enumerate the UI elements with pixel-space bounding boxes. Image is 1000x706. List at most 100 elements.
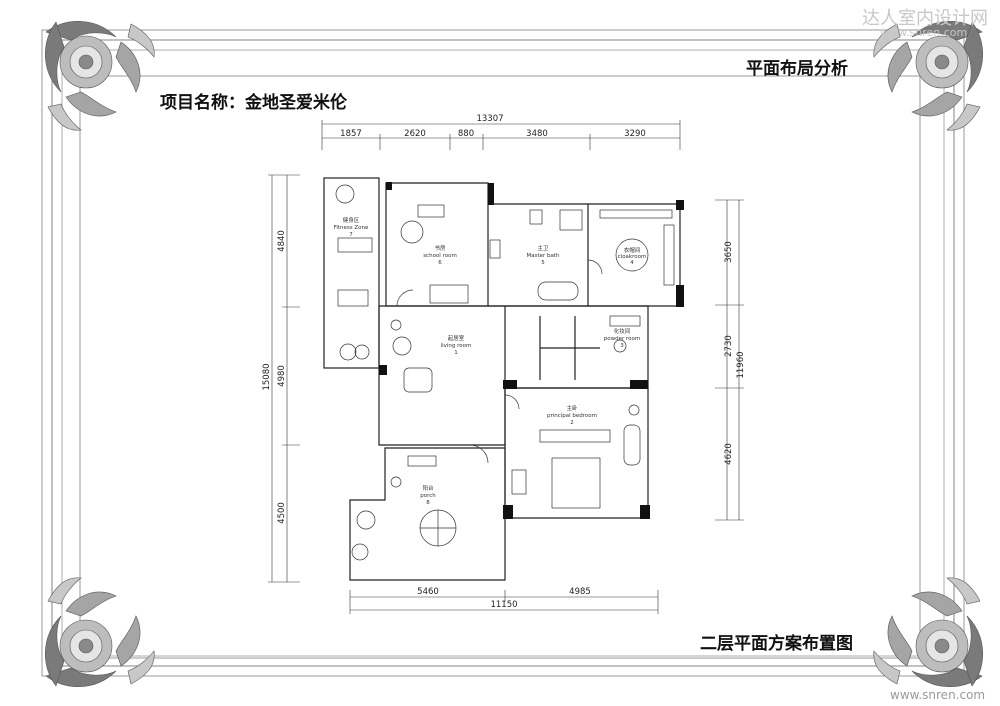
furniture <box>335 184 675 561</box>
frame-inner <box>79 75 921 659</box>
study-desk <box>417 204 445 218</box>
wall-living <box>378 305 506 446</box>
porch-plant-1 <box>356 510 376 530</box>
dim-right-total: 11960 <box>736 351 746 378</box>
frame-outer <box>41 29 965 677</box>
ornament-bottom-left <box>36 566 166 696</box>
watermark-url-bottom: www.snren.com <box>890 688 986 702</box>
dim-right-3: 4620 <box>724 443 734 465</box>
dim-top-total: 13307 <box>476 114 503 124</box>
room-porch-no: 8 <box>426 500 430 506</box>
room-labels: 健身区 Fitness Zone 7 书房 school room 6 主卫 M… <box>334 216 647 506</box>
porch-stool <box>390 476 402 488</box>
door-study <box>396 289 414 307</box>
dimension-lines <box>268 120 744 614</box>
dim-top-3: 880 <box>458 129 474 139</box>
bath-shower <box>559 209 583 231</box>
cloak-wardrobe-top <box>599 209 673 219</box>
bath-toilet <box>529 209 543 225</box>
room-bedroom-en: principal bedroom <box>547 413 597 419</box>
dim-right-2: 2730 <box>724 335 734 357</box>
wall-porch <box>349 447 506 581</box>
room-cloak-en: cloakroom <box>618 254 647 260</box>
wall-fitness <box>323 177 380 369</box>
room-fitness-en: Fitness Zone <box>334 225 369 231</box>
living-lamp <box>390 319 402 331</box>
room-bath-no: 5 <box>541 260 545 266</box>
fitness-plant-1 <box>339 343 357 361</box>
powder-counter <box>609 315 641 327</box>
bedroom-bed <box>551 457 601 509</box>
dim-top-4: 3480 <box>526 129 548 139</box>
room-study-no: 6 <box>438 260 442 266</box>
ornament-top-left <box>36 12 166 142</box>
plan-title: 二层平面方案布置图 <box>700 634 853 654</box>
room-fitness-no: 7 <box>349 232 353 238</box>
dim-bottom-total: 11150 <box>490 600 517 610</box>
fitness-chair <box>335 184 355 204</box>
dim-top-5: 3290 <box>624 129 646 139</box>
porch-plant-2 <box>351 543 369 561</box>
fitness-plant-2 <box>354 344 370 360</box>
walls <box>323 177 681 581</box>
room-bedroom-name: 主卧 <box>566 404 578 412</box>
wall-posts <box>379 182 684 519</box>
dim-right-1: 3650 <box>724 241 734 263</box>
dimension-labels: 13307 1857 2620 880 3480 3290 15080 4840… <box>262 114 746 610</box>
dim-left-3: 4500 <box>277 502 287 524</box>
frame-mid <box>51 39 955 667</box>
powder-basin <box>613 339 627 353</box>
room-living-name: 起居室 <box>448 334 465 342</box>
bath-tub <box>537 281 579 301</box>
door-bedroom <box>504 394 520 410</box>
study-round-table <box>400 220 424 244</box>
room-living-no: 1 <box>454 350 458 356</box>
watermark-brand: 达人室内设计网 <box>862 8 988 29</box>
ornament-bottom-right <box>862 566 992 696</box>
room-powder-no: 3 <box>620 343 624 349</box>
bedroom-desk <box>511 469 527 495</box>
frame-inner-line <box>61 49 945 657</box>
bedroom-chaise <box>623 424 641 466</box>
dim-left-1: 4840 <box>277 230 287 252</box>
section-title: 平面布局分析 <box>746 59 848 79</box>
room-bedroom-no: 2 <box>570 420 574 426</box>
room-cloak-name: 衣帽间 <box>624 246 641 254</box>
project-label: 项目名称：金地圣爱米伦 <box>160 93 347 113</box>
fitness-bench <box>337 237 373 253</box>
dim-bottom-1: 5460 <box>417 587 439 597</box>
room-living-en: living room <box>441 343 472 349</box>
wall-stair <box>505 305 649 389</box>
room-study-en: school room <box>423 253 457 259</box>
room-bath-name: 主卫 <box>537 244 549 252</box>
fitness-machine <box>337 289 369 307</box>
room-study-name: 书房 <box>434 244 446 252</box>
living-sofa <box>403 367 433 393</box>
dim-left-total: 15080 <box>262 363 272 390</box>
ornament-top-right <box>862 12 992 142</box>
room-porch-name: 阳台 <box>422 484 434 492</box>
bedroom-wardrobe <box>539 429 611 443</box>
dim-top-1: 1857 <box>340 129 362 139</box>
bedroom-lamp <box>628 404 640 416</box>
room-powder-en: powder room <box>604 336 640 342</box>
room-fitness-name: 健身区 <box>343 216 360 224</box>
dim-left-2: 4980 <box>277 365 287 387</box>
door-cloak <box>587 259 603 275</box>
cloak-wardrobe-side <box>663 224 675 286</box>
wall-study <box>385 182 489 307</box>
room-cloak-no: 4 <box>630 260 634 266</box>
cloak-ottoman <box>615 238 649 272</box>
living-armchair <box>392 336 412 356</box>
porch-bench <box>407 455 437 467</box>
room-bath-en: Master bath <box>526 253 560 259</box>
room-powder-name: 化妆间 <box>614 327 631 335</box>
study-shelf <box>489 239 501 259</box>
room-porch-en: porch <box>420 493 436 499</box>
dim-top-2: 2620 <box>404 129 426 139</box>
study-cabinet <box>429 284 469 304</box>
door-porch <box>469 444 489 464</box>
